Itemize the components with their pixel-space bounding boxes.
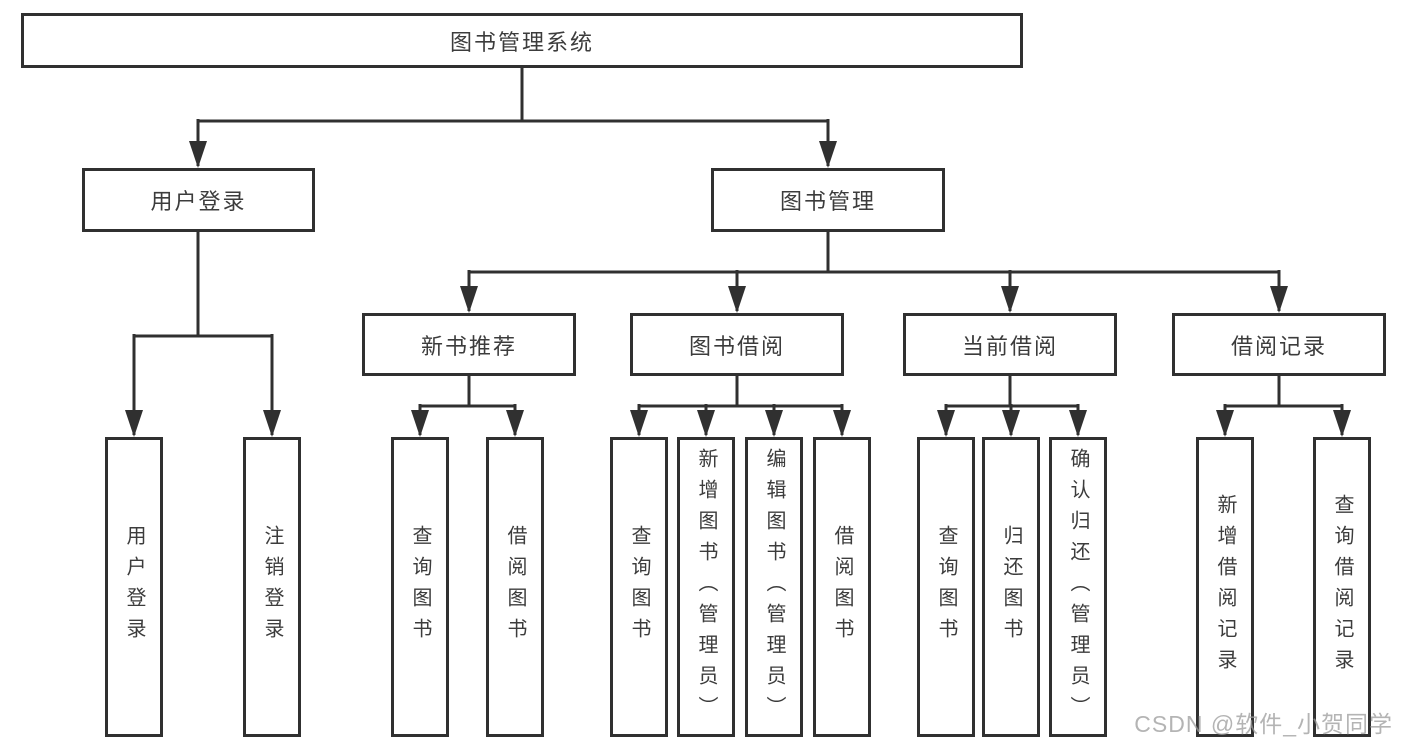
leaf-logout: 注销登录: [243, 437, 301, 737]
node-borrowing-records-label: 借阅记录: [1230, 333, 1327, 359]
connector-paths: [132, 66, 1344, 435]
arrow-down-icon: [697, 410, 715, 437]
arrow-down-icon: [937, 410, 955, 437]
node-user-login: 用户登录: [82, 168, 315, 232]
arrow-down-icon: [263, 410, 281, 437]
connector-user-login-children: [132, 230, 274, 435]
arrow-down-icon: [1333, 410, 1351, 437]
leaf-label: 查询图书: [628, 525, 650, 649]
node-book-borrowing-label: 图书借阅: [688, 333, 785, 359]
arrow-down-icon: [1270, 286, 1288, 313]
node-user-login-label: 用户登录: [150, 189, 247, 214]
leaf-borrow-books-borrowing: 借阅图书: [813, 437, 871, 737]
node-current-borrowing-label: 当前借阅: [961, 333, 1058, 359]
leaf-borrow-books-recommend: 借阅图书: [486, 437, 544, 737]
connector-book-borrowing-children: [637, 374, 844, 435]
leaf-add-borrow-record: 新增借阅记录: [1196, 437, 1254, 737]
arrow-down-icon: [765, 410, 783, 437]
node-root-label: 图书管理系统: [449, 29, 594, 55]
leaf-query-books-current: 查询图书: [917, 437, 975, 737]
leaf-edit-books-admin: 编辑图书（管理员）: [745, 437, 803, 737]
arrow-down-icon: [1069, 410, 1087, 437]
leaf-label: 用户登录: [123, 525, 145, 649]
leaf-confirm-return-admin: 确认归还（管理员）: [1049, 437, 1107, 737]
leaf-label: 借阅图书: [831, 525, 853, 649]
leaf-return-books: 归还图书: [982, 437, 1040, 737]
arrow-down-icon: [411, 410, 429, 437]
node-book-management-label: 图书管理: [779, 189, 876, 214]
arrow-down-icon: [833, 410, 851, 437]
node-root: 图书管理系统: [21, 13, 1023, 68]
connector-borrowing-records-children: [1223, 374, 1344, 435]
connector-book-management-children: [467, 230, 1281, 311]
arrow-down-icon: [630, 410, 648, 437]
leaf-label: 借阅图书: [504, 525, 526, 649]
leaf-label: 查询图书: [409, 525, 431, 649]
node-book-borrowing: 图书借阅: [630, 313, 844, 376]
node-borrowing-records: 借阅记录: [1172, 313, 1386, 376]
leaf-label: 注销登录: [261, 525, 283, 649]
arrow-down-icon: [1216, 410, 1234, 437]
leaf-label: 新增借阅记录: [1214, 494, 1236, 680]
arrow-down-icon: [125, 410, 143, 437]
leaf-add-books-admin: 新增图书（管理员）: [677, 437, 735, 737]
arrow-down-icon: [819, 141, 837, 168]
arrow-down-icon: [728, 286, 746, 313]
arrowheads: [125, 141, 1351, 437]
leaf-label: 归还图书: [1000, 525, 1022, 649]
leaf-query-books-recommend: 查询图书: [391, 437, 449, 737]
arrow-down-icon: [189, 141, 207, 168]
connector-root-to-level2: [196, 66, 830, 166]
node-book-management: 图书管理: [711, 168, 945, 232]
leaf-user-login: 用户登录: [105, 437, 163, 737]
node-new-book-recommend: 新书推荐: [362, 313, 576, 376]
csdn-watermark: CSDN @软件_小贺同学: [1134, 711, 1393, 737]
arrow-down-icon: [460, 286, 478, 313]
node-current-borrowing: 当前借阅: [903, 313, 1117, 376]
leaf-query-books-borrowing: 查询图书: [610, 437, 668, 737]
arrow-down-icon: [1001, 286, 1019, 313]
leaf-label: 编辑图书（管理员）: [763, 447, 785, 727]
leaf-label: 查询图书: [935, 525, 957, 649]
leaf-label: 查询借阅记录: [1331, 494, 1353, 680]
node-new-book-recommend-label: 新书推荐: [420, 333, 517, 359]
arrow-down-icon: [1002, 410, 1020, 437]
leaf-label: 确认归还（管理员）: [1067, 447, 1089, 727]
leaf-label: 新增图书（管理员）: [695, 447, 717, 727]
arrow-down-icon: [506, 410, 524, 437]
leaf-query-borrow-record: 查询借阅记录: [1313, 437, 1371, 737]
connector-new-book-children: [418, 374, 517, 435]
